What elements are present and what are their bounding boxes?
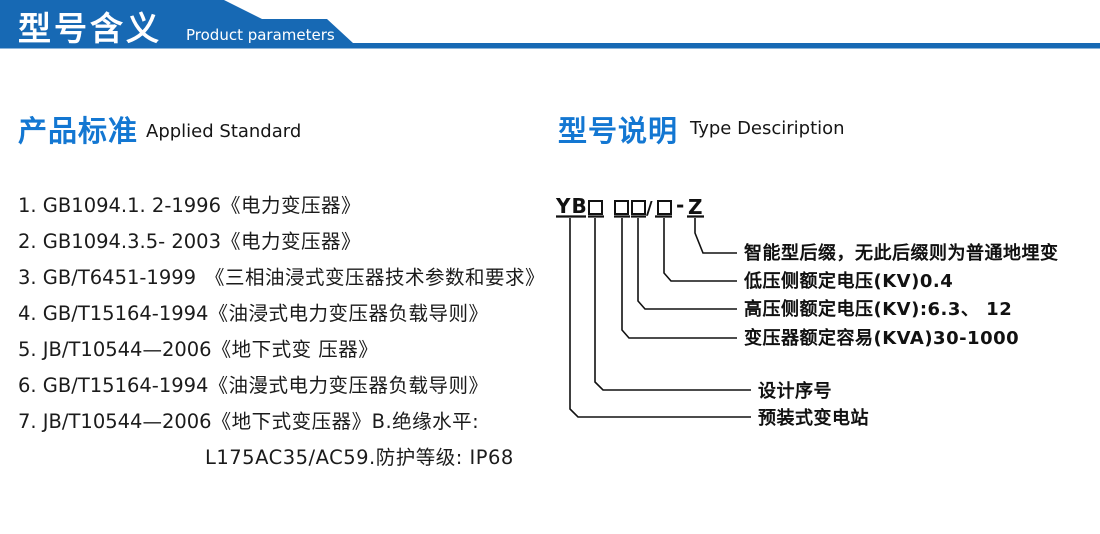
page-title: 型号含义: [18, 9, 162, 48]
standard-name: 《油漫式电力变压器负载导则》: [208, 374, 489, 397]
connector-high-voltage: [637, 218, 737, 310]
standards-list: 1. GB1094.1. 2-1996 《电力变压器》 2. GB1094.3.…: [18, 188, 553, 476]
standard-name: 《电力变压器》: [221, 230, 362, 253]
model-prefix: YB: [555, 194, 588, 218]
diagram-label-design-no: 设计序号: [758, 380, 832, 402]
standard-item: 7. JB/T10544—2006 《地下式变压器》B.绝缘水平:: [18, 404, 553, 440]
standard-code: 3. GB/T6451-1999: [18, 266, 197, 289]
model-suffix: Z: [688, 195, 703, 219]
connector-design-no: [594, 218, 751, 391]
placeholder-box: [614, 200, 629, 215]
diagram-label-capacity: 变压器额定容易(KVA)30-1000: [744, 327, 1019, 349]
model-code-diagram: YB / - Z 智能型后缀，无此后缀则为普通地埋变 低压侧额定电压(KV)0.…: [555, 193, 1059, 429]
connector-suffix: [694, 218, 737, 254]
standard-item: 2. GB1094.3.5- 2003 《电力变压器》: [18, 224, 553, 260]
placeholder-box: [631, 200, 646, 215]
standard-code: 7. JB/T10544—2006: [18, 410, 212, 433]
standard-code: 1. GB1094.1. 2-1996: [18, 194, 221, 217]
standard-name: 《三相油浸式变压器技术参数和要求》: [205, 266, 546, 289]
type-section-title-cn: 型号说明: [558, 114, 679, 148]
diagram-label-high-voltage: 高压侧额定电压(KV):6.3、 12: [744, 298, 1012, 320]
standards-section-title-en: Applied Standard: [146, 121, 302, 142]
standard-code: 2. GB1094.3.5- 2003: [18, 230, 221, 253]
connector-station: [569, 218, 751, 418]
placeholder-box: [588, 200, 603, 215]
standard-code: [18, 440, 205, 476]
standard-name: 《电力变压器》: [221, 194, 362, 217]
connector-low-voltage: [663, 218, 737, 282]
standard-item: 1. GB1094.1. 2-1996 《电力变压器》: [18, 188, 553, 224]
standard-code: 4. GB/T15164-1994: [18, 302, 209, 325]
standard-item: 3. GB/T6451-1999 《三相油浸式变压器技术参数和要求》: [18, 260, 553, 296]
model-dash: -: [676, 193, 684, 217]
diagram-label-station: 预装式变电站: [758, 407, 869, 429]
diagram-label-suffix: 智能型后缀，无此后缀则为普通地埋变: [744, 242, 1059, 264]
type-section-title-en: Type Desciription: [690, 118, 845, 139]
standard-name: 《地下式变 压器》: [211, 338, 379, 361]
model-slash: /: [646, 198, 653, 219]
standard-name: L175AC35/AC59.防护等级: IP68: [205, 446, 514, 469]
standard-item: 4. GB/T15164-1994 《油浸式电力变压器负载导则》: [18, 296, 553, 332]
header-banner-shape: [0, 0, 1100, 49]
standard-item: L175AC35/AC59.防护等级: IP68: [18, 440, 553, 476]
connector-capacity: [621, 218, 737, 339]
header-banner: [0, 0, 1100, 49]
standard-item: 6. GB/T15164-1994 《油漫式电力变压器负载导则》: [18, 368, 553, 404]
standard-item: 5. JB/T10544—2006 《地下式变 压器》: [18, 332, 553, 368]
standard-name: 《地下式变压器》B.绝缘水平:: [211, 410, 480, 433]
placeholder-box: [657, 200, 672, 215]
standard-name: 《油浸式电力变压器负载导则》: [208, 302, 489, 325]
standard-code: 6. GB/T15164-1994: [18, 374, 209, 397]
standard-code: 5. JB/T10544—2006: [18, 338, 212, 361]
page-subtitle: Product parameters: [186, 26, 335, 44]
standards-section-title-cn: 产品标准: [18, 114, 139, 148]
diagram-label-low-voltage: 低压侧额定电压(KV)0.4: [743, 270, 953, 292]
